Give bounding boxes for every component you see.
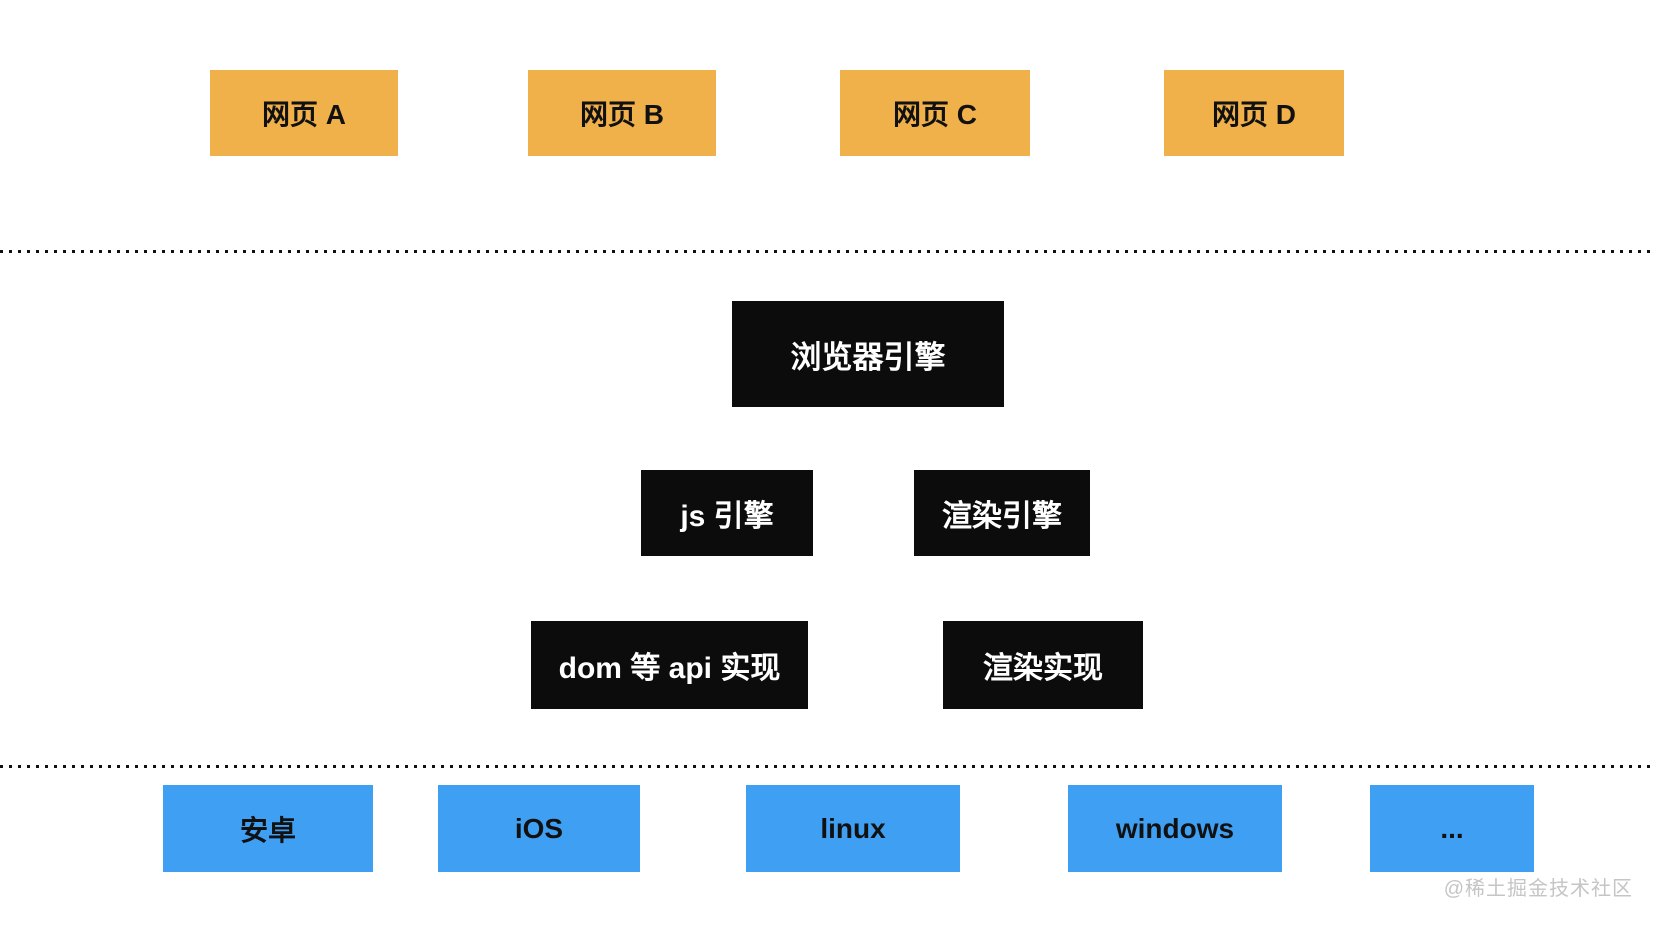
web-page-c-label: 网页 C: [892, 99, 977, 130]
render-engine-box: 渲染引擎: [914, 470, 1090, 556]
render-implementation-label: 渲染实现: [983, 652, 1103, 685]
web-page-a-label: 网页 A: [261, 99, 346, 130]
web-page-d-label: 网页 D: [1211, 99, 1296, 130]
juejin-watermark: @稀土掘金技术社区: [1443, 878, 1633, 900]
platform-ellipsis-label: ...: [1440, 812, 1464, 844]
web-page-d-box: 网页 D: [1164, 70, 1344, 156]
dom-api-implementation-box: dom 等 api 实现: [531, 621, 808, 709]
platform-ios-label: iOS: [514, 812, 564, 844]
platform-linux-box: linux: [746, 785, 960, 872]
bottom-dotted-separator: [0, 765, 1656, 768]
web-page-c-box: 网页 C: [840, 70, 1030, 156]
web-page-b-box: 网页 B: [528, 70, 716, 156]
browser-engine-label: 浏览器引擎: [790, 339, 946, 375]
platform-windows-label: windows: [1115, 812, 1235, 844]
js-engine-box: js 引擎: [641, 470, 813, 556]
platform-ellipsis-box: ...: [1370, 785, 1534, 872]
web-page-a-box: 网页 A: [210, 70, 398, 156]
web-page-b-label: 网页 B: [579, 99, 664, 130]
platform-linux-label: linux: [820, 812, 886, 844]
dom-api-implementation-label: dom 等 api 实现: [558, 652, 781, 685]
js-engine-label: js 引擎: [680, 500, 774, 533]
render-implementation-box: 渲染实现: [943, 621, 1143, 709]
platform-android-label: 安卓: [239, 814, 296, 846]
render-engine-label: 渲染引擎: [942, 500, 1062, 533]
platform-ios-box: iOS: [438, 785, 640, 872]
platform-windows-box: windows: [1068, 785, 1282, 872]
top-dotted-separator: [0, 250, 1656, 253]
platform-android-box: 安卓: [163, 785, 373, 872]
browser-engine-box: 浏览器引擎: [732, 301, 1004, 407]
